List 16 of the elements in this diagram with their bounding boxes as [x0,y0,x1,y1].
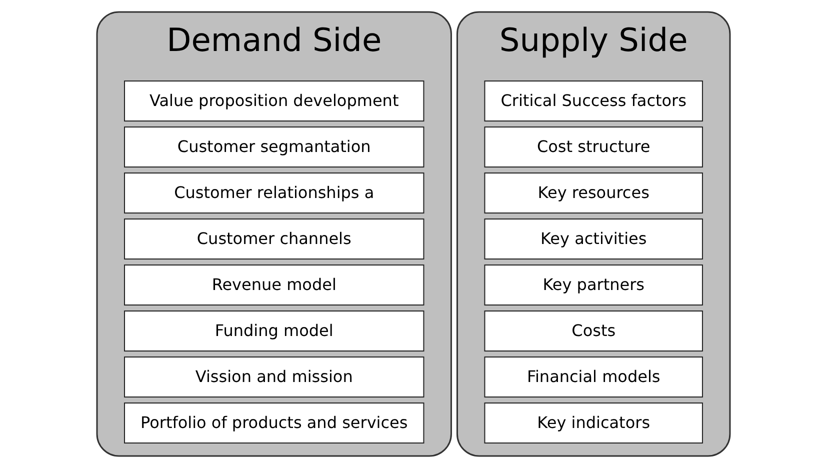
node-box: Customer channels [124,218,424,260]
node-box: Customer segmantation [124,126,424,168]
node-box: Critical Success factors [484,80,702,122]
node-box: Cost structure [484,126,702,168]
node-box: Key indicators [484,402,702,444]
node-box: Key partners [484,264,702,306]
node-box: Financial models [484,356,702,398]
node-box: Key activities [484,218,702,260]
node-box: Portfolio of products and services [124,402,424,444]
node-box: Vission and mission [124,356,424,398]
node-box: Revenue model [124,264,424,306]
node-box: Funding model [124,310,424,352]
node-box: Value proposition development [124,80,424,122]
node-box: Costs [484,310,702,352]
node-box: Key resources [484,172,702,214]
node-box: Customer relationships a [124,172,424,214]
